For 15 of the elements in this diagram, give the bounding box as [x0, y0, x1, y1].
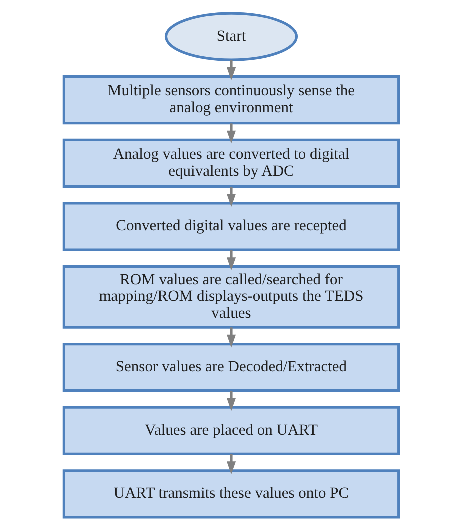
- node-box: Values are placed on UART: [62, 406, 400, 456]
- arrow: [226, 250, 236, 271]
- node-box: Sensor values are Decoded/Extracted: [62, 343, 400, 392]
- node-box: UART transmits these values onto PC: [62, 470, 400, 519]
- node-ellipse: Start: [164, 12, 298, 62]
- arrow: [226, 124, 236, 144]
- arrow: [226, 328, 236, 348]
- arrow: [226, 454, 236, 475]
- node-box: Analog values are converted to digital equivalents by ADC: [62, 138, 400, 188]
- node-box: Multiple sensors continuously sense the analog environment: [62, 76, 400, 125]
- arrow: [226, 186, 236, 208]
- arrow: [226, 60, 236, 80]
- arrow: [226, 391, 236, 412]
- node-box: ROM values are called/searched for mapping/ROM displays-outputs the TEDS values: [62, 266, 400, 329]
- node-box: Converted digital values are recepted: [62, 202, 400, 252]
